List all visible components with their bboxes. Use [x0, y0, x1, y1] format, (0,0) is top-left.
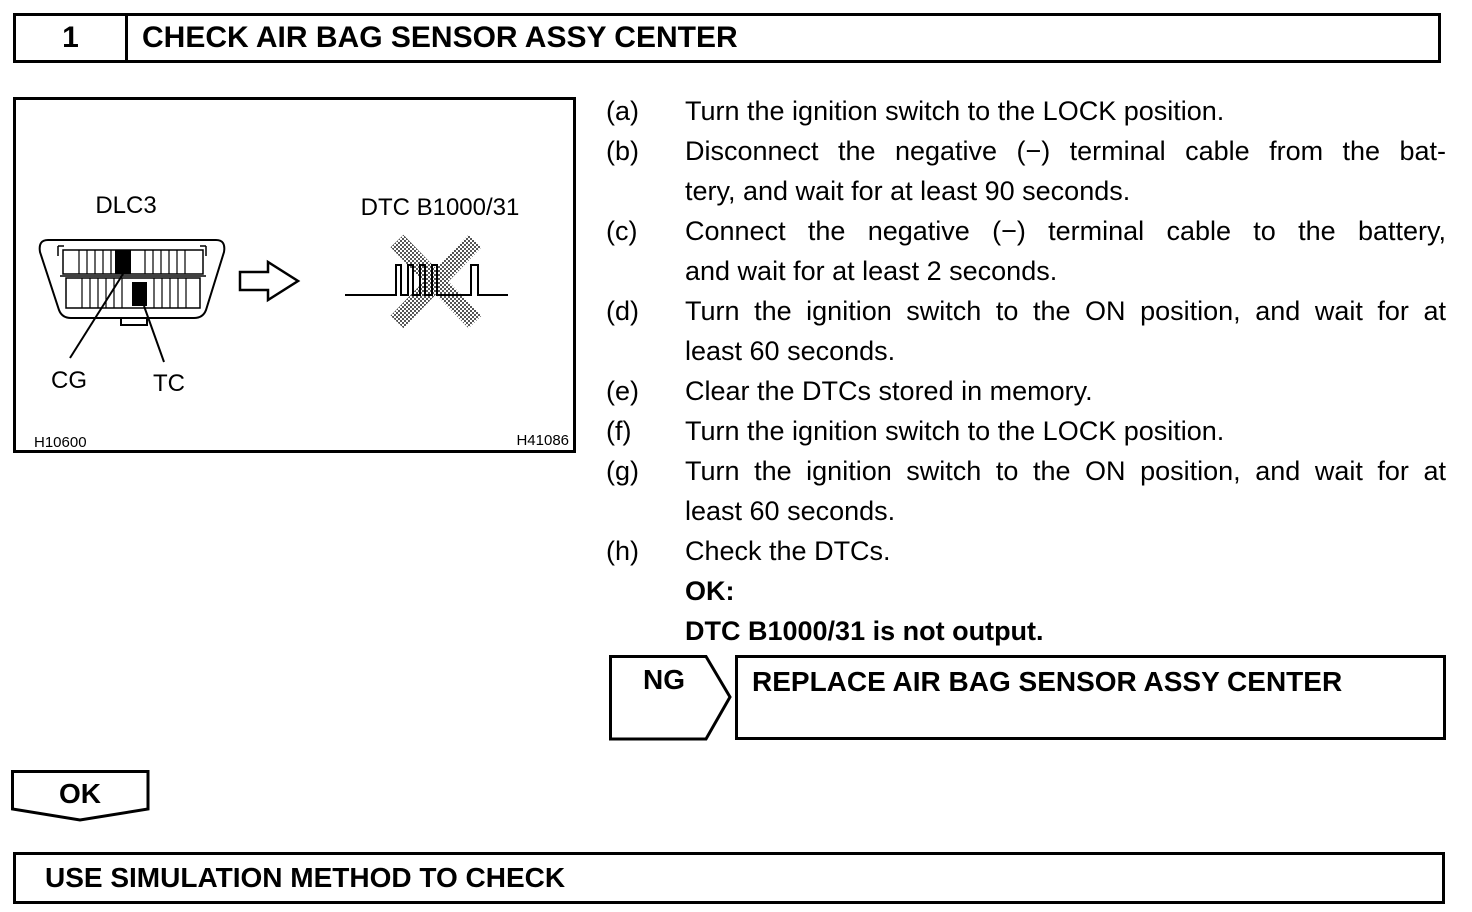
- step-letter: (e): [606, 376, 639, 406]
- step-text-line: Turn the ignition switch to the LOCK pos…: [685, 416, 1225, 446]
- cg-leader-line: [69, 273, 124, 359]
- ok-label: OK: [59, 778, 101, 809]
- step-letter: (c): [606, 216, 638, 246]
- step-item: (e) Clear the DTCs stored in memory.: [606, 371, 1446, 411]
- step-text-line: Clear the DTCs stored in memory.: [685, 376, 1093, 406]
- cg-label: CG: [51, 367, 87, 394]
- tc-label: TC: [153, 370, 185, 397]
- step-item: (b) Disconnect the negative (−) terminal …: [606, 131, 1446, 211]
- crossed-out-waveform: [345, 234, 508, 329]
- step-item: (g) Turn the ignition switch to the ON po…: [606, 451, 1446, 531]
- step-text-line: Turn the ignition switch to the ON posit…: [685, 456, 1446, 486]
- dtc-label: DTC B1000/31: [361, 194, 520, 221]
- step-item: (h) Check the DTCs.: [606, 531, 1446, 571]
- procedure-steps: (a) Turn the ignition switch to the LOCK …: [606, 91, 1446, 651]
- ng-tag-icon: [609, 655, 732, 741]
- step-letter: (f): [606, 416, 632, 446]
- arrow-right-icon: [238, 259, 301, 303]
- step-item: (d) Turn the ignition switch to the ON po…: [606, 291, 1446, 371]
- step-letter: (b): [606, 136, 639, 166]
- step-text-line: Disconnect the negative (−) terminal cab…: [685, 136, 1446, 166]
- step-item: (a) Turn the ignition switch to the LOCK …: [606, 91, 1446, 131]
- tc-leader-line: [143, 305, 165, 363]
- next-step-box: USE SIMULATION METHOD TO CHECK: [13, 852, 1445, 904]
- ok-tag-icon: [11, 770, 150, 822]
- step-title: CHECK AIR BAG SENSOR ASSY CENTER: [142, 21, 738, 54]
- step-text-line: Turn the ignition switch to the ON posit…: [685, 296, 1446, 326]
- pulse-waveform: [345, 264, 508, 296]
- cg-terminal: [115, 250, 131, 274]
- step-header: 1 CHECK AIR BAG SENSOR ASSY CENTER: [13, 13, 1441, 63]
- step-letter: (d): [606, 296, 639, 326]
- connector-illustration: DLC3 DTC B1000/31 CG TC H10600 H41086: [13, 97, 576, 453]
- figure-code-right: H41086: [516, 432, 569, 449]
- step-text-line: Turn the ignition switch to the LOCK pos…: [685, 96, 1225, 126]
- step-text-line: least 60 seconds.: [685, 496, 896, 526]
- result-label: OK:: [685, 576, 735, 606]
- dlc3-connector: [38, 239, 226, 326]
- dlc3-diagram: DLC3 DTC B1000/31 CG TC H10600 H41086: [34, 192, 569, 450]
- ng-action-box: REPLACE AIR BAG SENSOR ASSY CENTER: [735, 655, 1446, 740]
- step-letter: (a): [606, 96, 639, 126]
- step-text-line: least 60 seconds.: [685, 336, 896, 366]
- tc-terminal: [132, 282, 147, 306]
- step-item: (f) Turn the ignition switch to the LOCK …: [606, 411, 1446, 451]
- figure-code-left: H10600: [34, 434, 87, 450]
- step-text-line: Check the DTCs.: [685, 536, 891, 566]
- step-text-line: and wait for at least 2 seconds.: [685, 256, 1058, 286]
- step-number: 1: [16, 16, 128, 60]
- ng-label: NG: [643, 664, 685, 695]
- step-letter: (g): [606, 456, 639, 486]
- step-letter: (h): [606, 536, 639, 566]
- step-item: (c) Connect the negative (−) terminal cab…: [606, 211, 1446, 291]
- result-text: DTC B1000/31 is not output.: [685, 616, 1044, 646]
- dlc3-label: DLC3: [95, 192, 156, 219]
- step-text-line: Connect the negative (−) terminal cable …: [685, 216, 1446, 246]
- step-text-line: tery, and wait for at least 90 seconds.: [685, 176, 1131, 206]
